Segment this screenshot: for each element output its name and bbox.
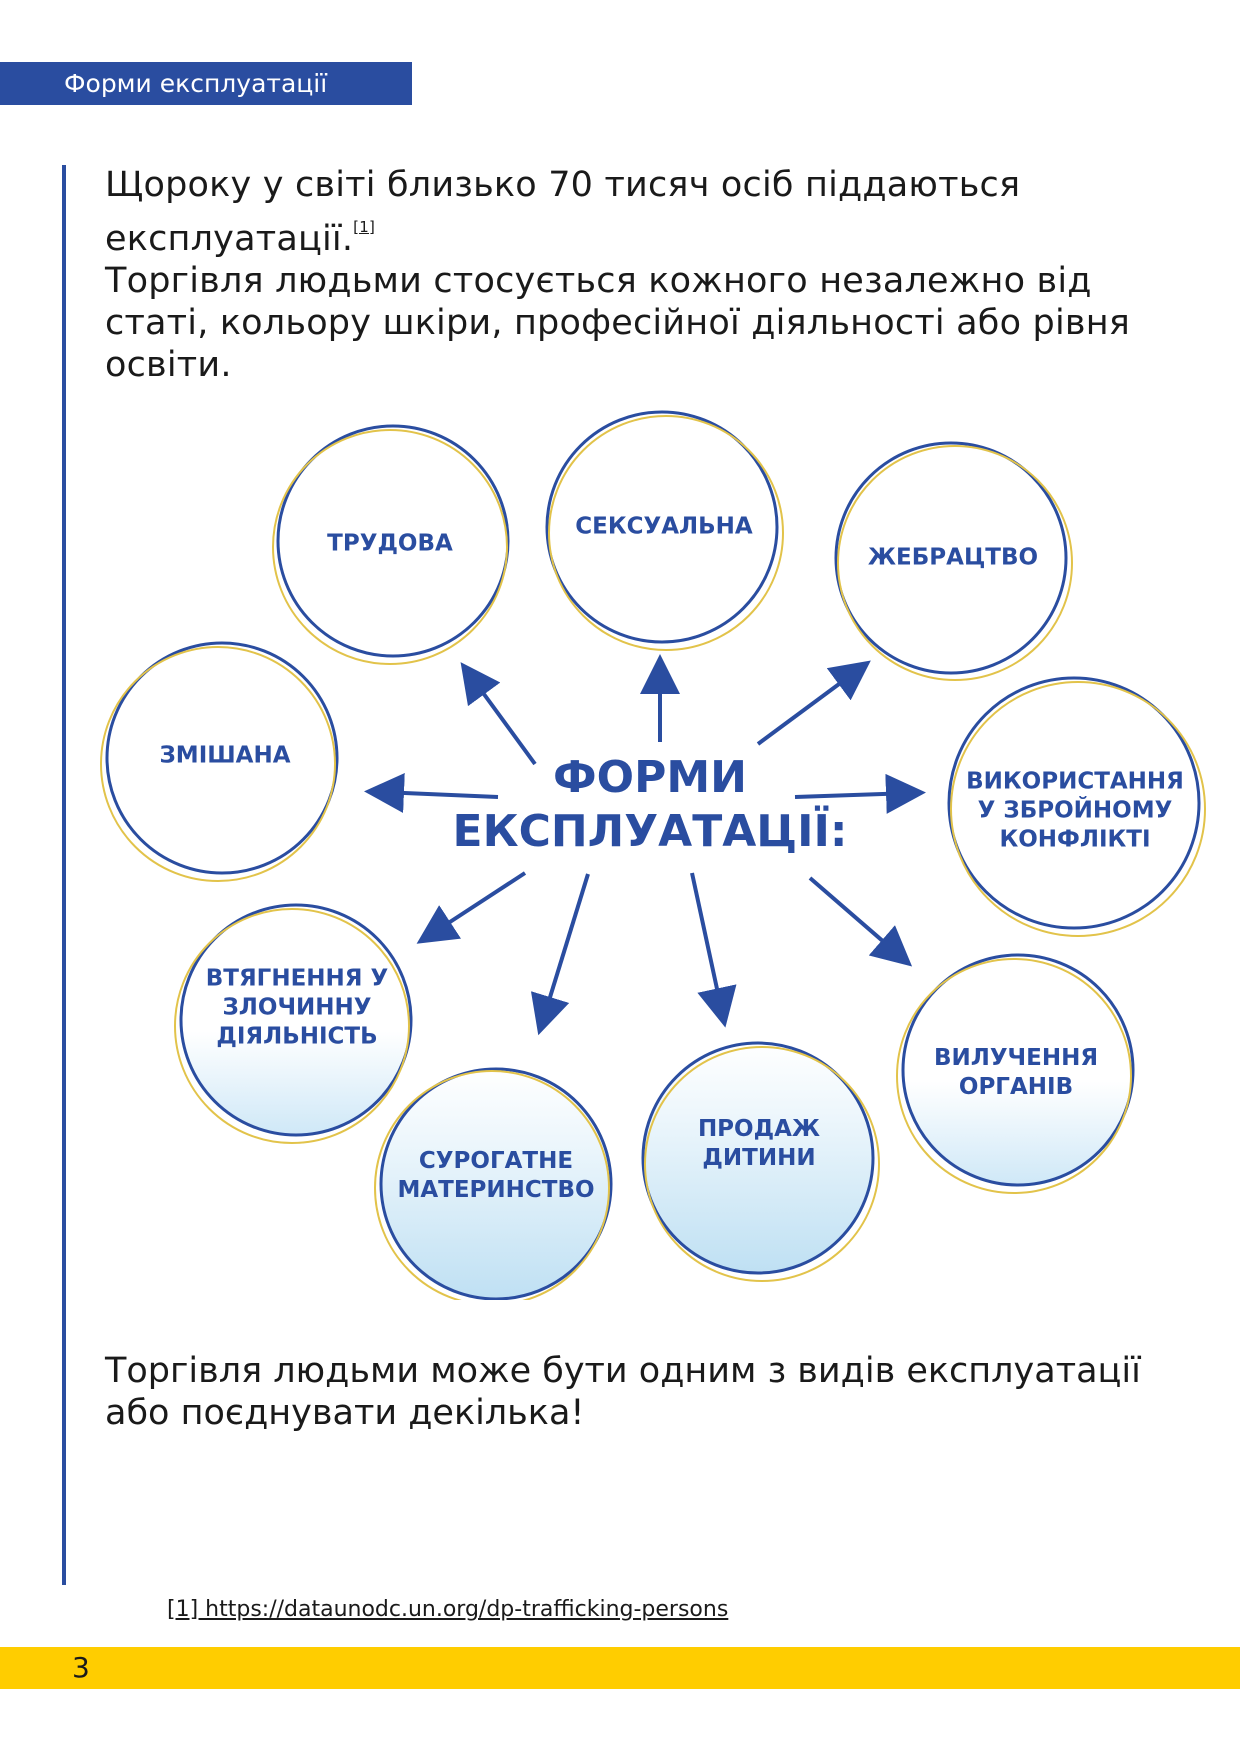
- circle-criminal-activity: [174, 903, 413, 1144]
- label-sexual: СЕКСУАЛЬНА: [575, 513, 753, 540]
- label-organ-removal: ВИЛУЧЕННЯ ОРГАНІВ: [933, 1045, 1099, 1100]
- left-accent-rule: [62, 165, 66, 1585]
- arrow-to-mixed: [364, 773, 499, 813]
- label-child-sale: ПРОДАЖ ДИТИНИ: [697, 1116, 821, 1171]
- exploitation-forms-diagram: ФОРМИ ЕКСПЛУАТАЦІЇ: ТРУДОВА СЕКСУАЛЬНА Ж…: [0, 400, 1240, 1300]
- label-labor: ТРУДОВА: [327, 530, 453, 557]
- circle-labor: [272, 424, 510, 665]
- circle-organ-removal: [896, 953, 1135, 1194]
- diagram-graphics: [100, 410, 1206, 1300]
- circle-sexual: [545, 410, 784, 651]
- arrow-to-child-sale: [690, 872, 737, 1028]
- page-number: 3: [72, 1651, 90, 1684]
- arrow-to-surrogacy: [530, 873, 590, 1036]
- circle-child-sale: [641, 1041, 880, 1282]
- closing-text: Торгівля людьми може бути одним з видів …: [105, 1350, 1155, 1434]
- arrow-to-criminal-activity: [416, 871, 527, 944]
- circle-surrogacy: [374, 1067, 613, 1300]
- center-title-line2: ЕКСПЛУАТАЦІЇ:: [452, 806, 848, 857]
- label-mixed: ЗМІШАНА: [159, 742, 291, 769]
- circle-begging: [834, 441, 1073, 681]
- center-title-line1: ФОРМИ: [553, 752, 747, 803]
- footer-bar: [0, 1647, 1240, 1689]
- footnote-ref-link[interactable]: [1]: [353, 218, 376, 236]
- footnote-link[interactable]: [1] https://dataunodc.un.org/dp-traffick…: [167, 1597, 729, 1622]
- arrow-to-armed-conflict: [794, 773, 926, 814]
- label-armed-conflict: ВИКОРИСТАННЯ У ЗБРОЙНОМУ КОНФЛІКТІ: [966, 768, 1184, 853]
- intro-line3: Торгівля людьми стосується кожного незал…: [105, 261, 1131, 385]
- diagram-center-title: ФОРМИ ЕКСПЛУАТАЦІЇ:: [420, 751, 880, 859]
- intro-line2: експлуатації.: [105, 219, 354, 259]
- arrow-to-begging: [756, 660, 871, 746]
- closing-sentence: Торгівля людьми може бути одним з видів …: [105, 1351, 1141, 1433]
- circle-mixed: [100, 641, 339, 882]
- arrow-to-organ-removal: [808, 876, 913, 967]
- label-criminal-activity: ВТЯГНЕННЯ У ЗЛОЧИННУ ДІЯЛЬНІСТЬ: [205, 965, 389, 1050]
- circle-armed-conflict: [947, 676, 1206, 937]
- arrow-to-labor: [460, 662, 537, 766]
- label-surrogacy: СУРОГАТНЕ МАТЕРИНСТВО: [397, 1148, 595, 1203]
- section-title: Форми експлуатації: [64, 69, 328, 98]
- intro-line1: Щороку у світі близько 70 тисяч осіб під…: [105, 165, 1021, 205]
- section-header-bar: Форми експлуатації: [0, 62, 412, 105]
- intro-text: Щороку у світі близько 70 тисяч осіб під…: [105, 164, 1185, 386]
- label-begging: ЖЕБРАЦТВО: [867, 544, 1039, 571]
